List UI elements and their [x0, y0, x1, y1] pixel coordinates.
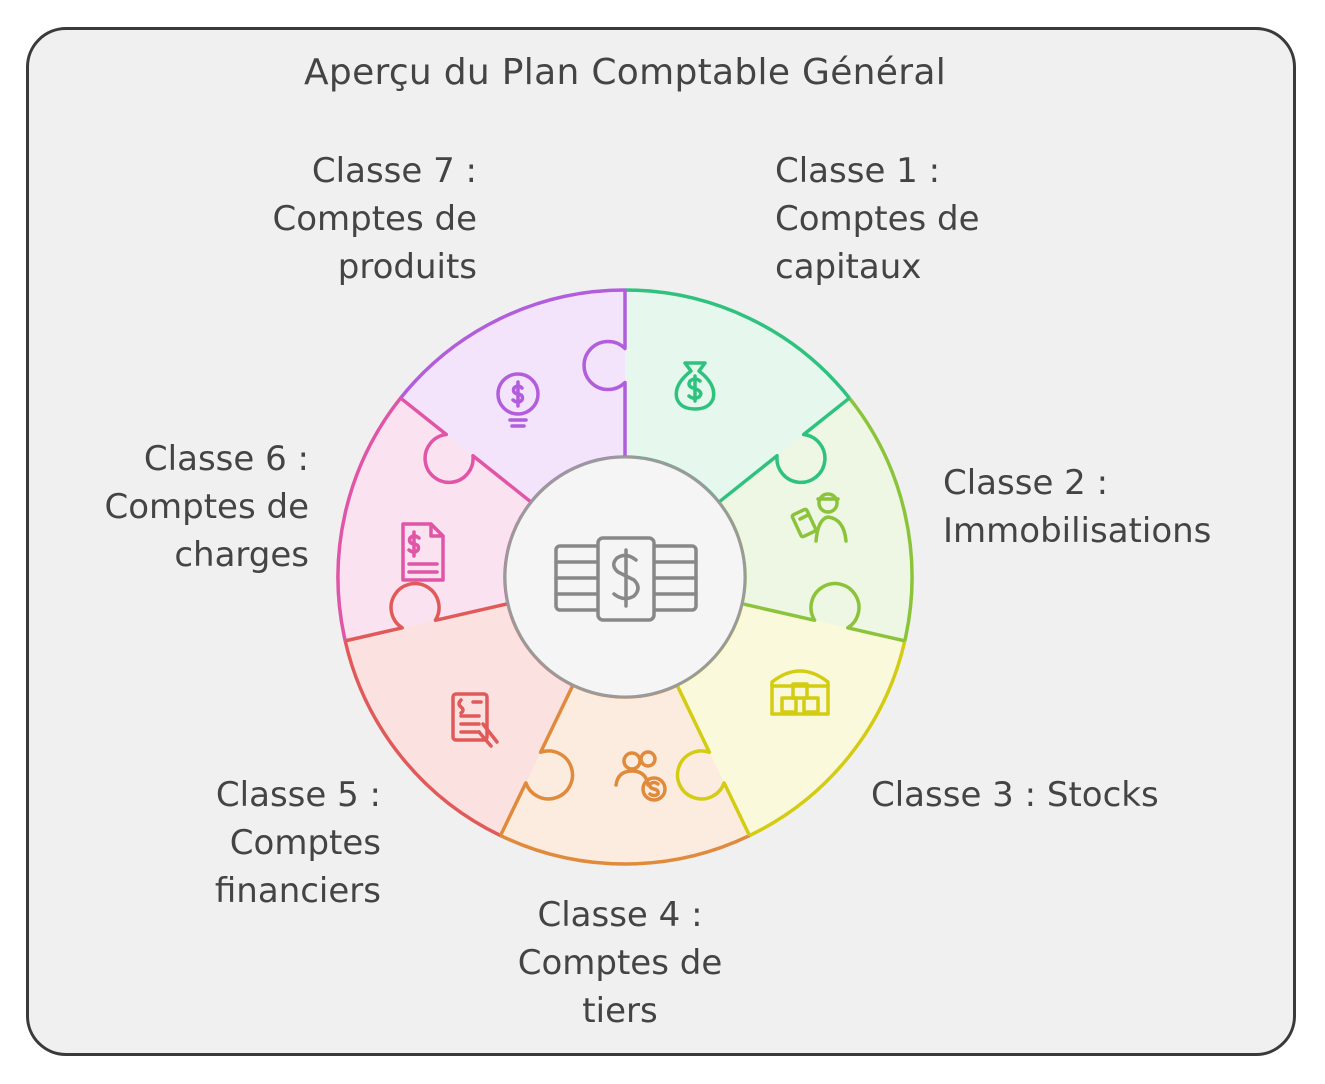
money-bag-icon [674, 361, 716, 411]
segment-outline-class-1 [624, 288, 851, 400]
puzzle-edge-2 [717, 396, 851, 504]
diagram-title: Aperçu du Plan Comptable Général [303, 52, 946, 93]
class-3-label: Classe 3 : Stocks [871, 775, 1159, 815]
people-coin-icon [614, 750, 667, 802]
segment-class-6 [337, 398, 532, 641]
segment-outline-class-2 [848, 396, 914, 642]
invoice-hand-icon [451, 692, 499, 748]
puzzle-edge-5 [498, 684, 575, 837]
lightbulb-dollar-icon [496, 372, 540, 428]
class-2-label: Classe 2 :Immobilisations [943, 463, 1212, 551]
segment-class-3 [677, 603, 905, 836]
segment-outline-class-7 [399, 288, 626, 400]
segment-outline-class-6 [336, 396, 402, 642]
money-ledger-icon [554, 536, 698, 622]
segment-outline-class-4 [499, 834, 751, 866]
segment-outline-class-3 [748, 640, 907, 838]
segment-class-5 [345, 603, 573, 836]
worker-clipboard-icon [790, 492, 848, 543]
puzzle-edge-7 [399, 396, 533, 504]
segment-class-1 [625, 290, 850, 503]
puzzle-edge-4 [675, 684, 752, 837]
document-dollar-icon [401, 522, 445, 582]
segment-class-4 [500, 685, 750, 864]
segment-class-7 [400, 290, 625, 503]
puzzle-edge-1 [582, 290, 627, 457]
puzzle-edge-3 [741, 581, 906, 643]
segment-outline-class-5 [343, 640, 502, 838]
segment-class-2 [718, 398, 912, 641]
warehouse-icon [770, 669, 830, 716]
puzzle-edge-6 [344, 581, 509, 643]
